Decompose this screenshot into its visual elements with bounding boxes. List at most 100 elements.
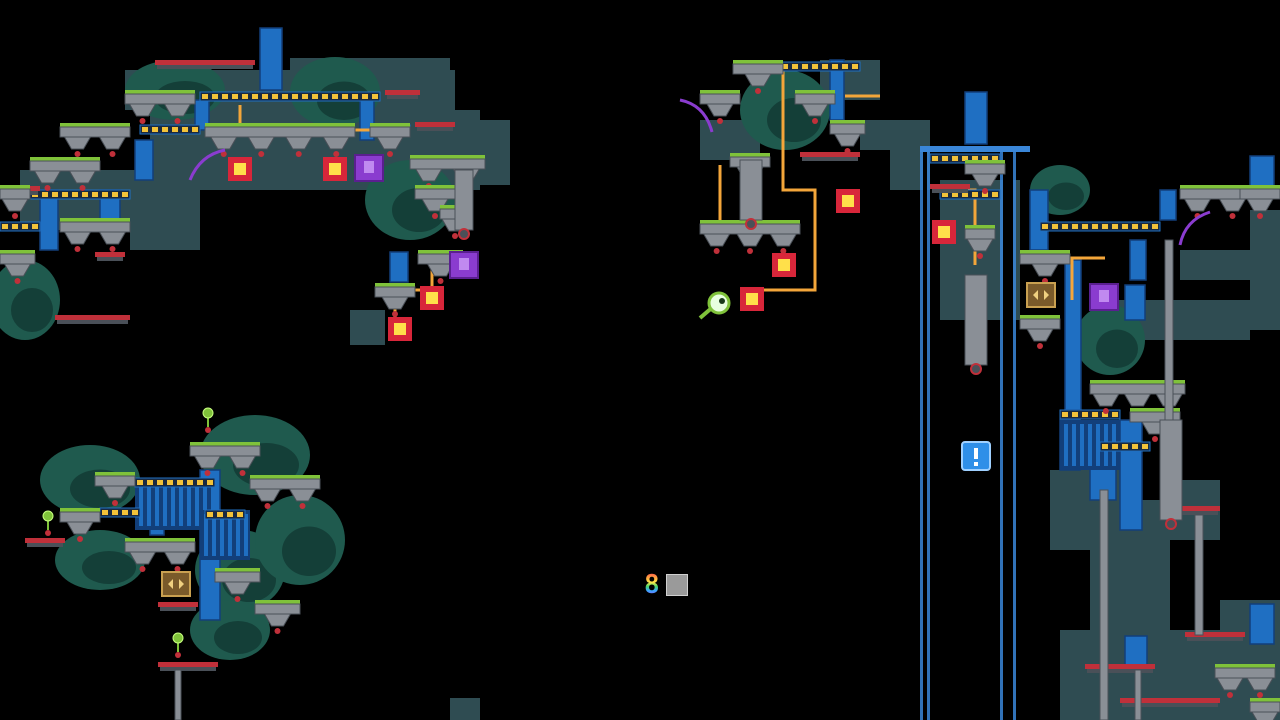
girder-stripe <box>1062 412 1068 417</box>
platform-pillar <box>1246 677 1274 691</box>
platform-body <box>59 511 101 523</box>
platform-light <box>44 185 51 191</box>
platform-body <box>0 253 36 265</box>
platform-light <box>387 151 393 157</box>
grate-bar <box>163 484 167 526</box>
platform-pillar <box>1216 677 1244 691</box>
foliage-shade <box>214 621 262 654</box>
ledge-base <box>932 189 968 193</box>
girder-stripe <box>972 156 978 161</box>
platform-light <box>109 151 116 157</box>
girder-stripe <box>137 480 143 485</box>
sprout-base <box>205 427 211 433</box>
grate-bar <box>179 484 183 526</box>
platform-pillar <box>128 551 157 565</box>
sprout-bud <box>172 632 184 644</box>
platform-body <box>732 63 784 75</box>
sprout-stem <box>47 516 49 530</box>
platform-grass <box>1130 408 1180 412</box>
platform-pillar <box>247 136 276 150</box>
girder-stripe <box>322 94 328 99</box>
platform-grass <box>730 153 770 157</box>
purple-gate <box>449 251 479 279</box>
ledge-top <box>930 184 970 189</box>
ledge-top <box>415 122 455 127</box>
waterfall-inner <box>1003 148 1013 720</box>
platform-pillar <box>101 485 129 499</box>
purple-arcs <box>188 98 1211 246</box>
girder-stripe <box>92 192 98 197</box>
platform-light <box>780 248 787 254</box>
girder-stripe <box>282 94 288 99</box>
blue-switch-block <box>961 441 991 471</box>
girder-stripe <box>1142 444 1148 449</box>
platform-light <box>392 311 398 317</box>
girder-stripe <box>1052 224 1058 229</box>
hanging-piston <box>454 169 474 231</box>
girder-stripe <box>302 94 308 99</box>
platform-grass <box>370 123 410 127</box>
girder-stripe <box>292 94 298 99</box>
girder <box>199 91 381 102</box>
girder-stripe <box>1122 224 1128 229</box>
platform-grass <box>0 250 35 254</box>
purple-vine <box>188 148 226 181</box>
platform-light <box>12 213 18 219</box>
girder-stripe <box>1082 412 1088 417</box>
red-block-core <box>426 292 438 304</box>
ledge-base <box>387 95 418 99</box>
crate-body <box>161 571 191 597</box>
platform-body <box>794 93 836 105</box>
ledge-top <box>95 252 125 257</box>
platform-light <box>204 470 211 476</box>
piston-tip <box>1165 518 1177 530</box>
platform-grass <box>418 250 463 254</box>
girder-stripe <box>237 512 243 517</box>
girder-stripe <box>842 64 848 69</box>
girder-stripe <box>1102 412 1108 417</box>
girder-stripe <box>992 192 998 197</box>
stone-tile <box>450 698 480 720</box>
support-column <box>1099 489 1109 720</box>
ledge-base <box>160 667 216 671</box>
girder-stripe <box>972 192 978 197</box>
ledge-top <box>385 90 420 95</box>
platform-light <box>234 596 241 602</box>
red-block-core <box>234 163 246 175</box>
platform-light <box>239 470 246 476</box>
crate-block <box>1026 282 1056 308</box>
foliage-shade <box>1048 182 1084 210</box>
platform-pillar <box>1026 328 1054 342</box>
support-columns <box>174 159 1204 720</box>
girder-stripe <box>82 192 88 197</box>
red-block-core <box>329 163 341 175</box>
girder-stripe <box>22 224 28 229</box>
girder-stripe <box>222 94 228 99</box>
platform-grass <box>965 160 1005 164</box>
platform-grass <box>1215 664 1275 668</box>
platform-grass <box>205 123 355 127</box>
platform-light <box>74 151 81 157</box>
ledge-base <box>97 257 123 261</box>
item-slot <box>665 574 688 596</box>
sprout-base <box>45 530 51 536</box>
platform-body <box>1019 318 1061 330</box>
platform-light <box>109 246 116 252</box>
girder-stripe <box>1132 444 1138 449</box>
ledge-top <box>1180 506 1220 511</box>
stone-tile <box>1180 250 1250 280</box>
girder-stripe <box>982 192 988 197</box>
platform-grass <box>375 283 415 287</box>
red-switch-block <box>388 317 412 341</box>
platform-pillar <box>253 488 282 502</box>
piston-tip <box>745 218 757 230</box>
platform-pillar <box>769 233 798 247</box>
girder-stripe <box>802 64 808 69</box>
gate-window <box>364 161 374 173</box>
ledge-top <box>1085 664 1155 669</box>
girder-stripe <box>352 94 358 99</box>
platform-light <box>174 118 181 124</box>
platform-grass <box>1250 698 1280 702</box>
pipe-segment <box>389 251 409 283</box>
